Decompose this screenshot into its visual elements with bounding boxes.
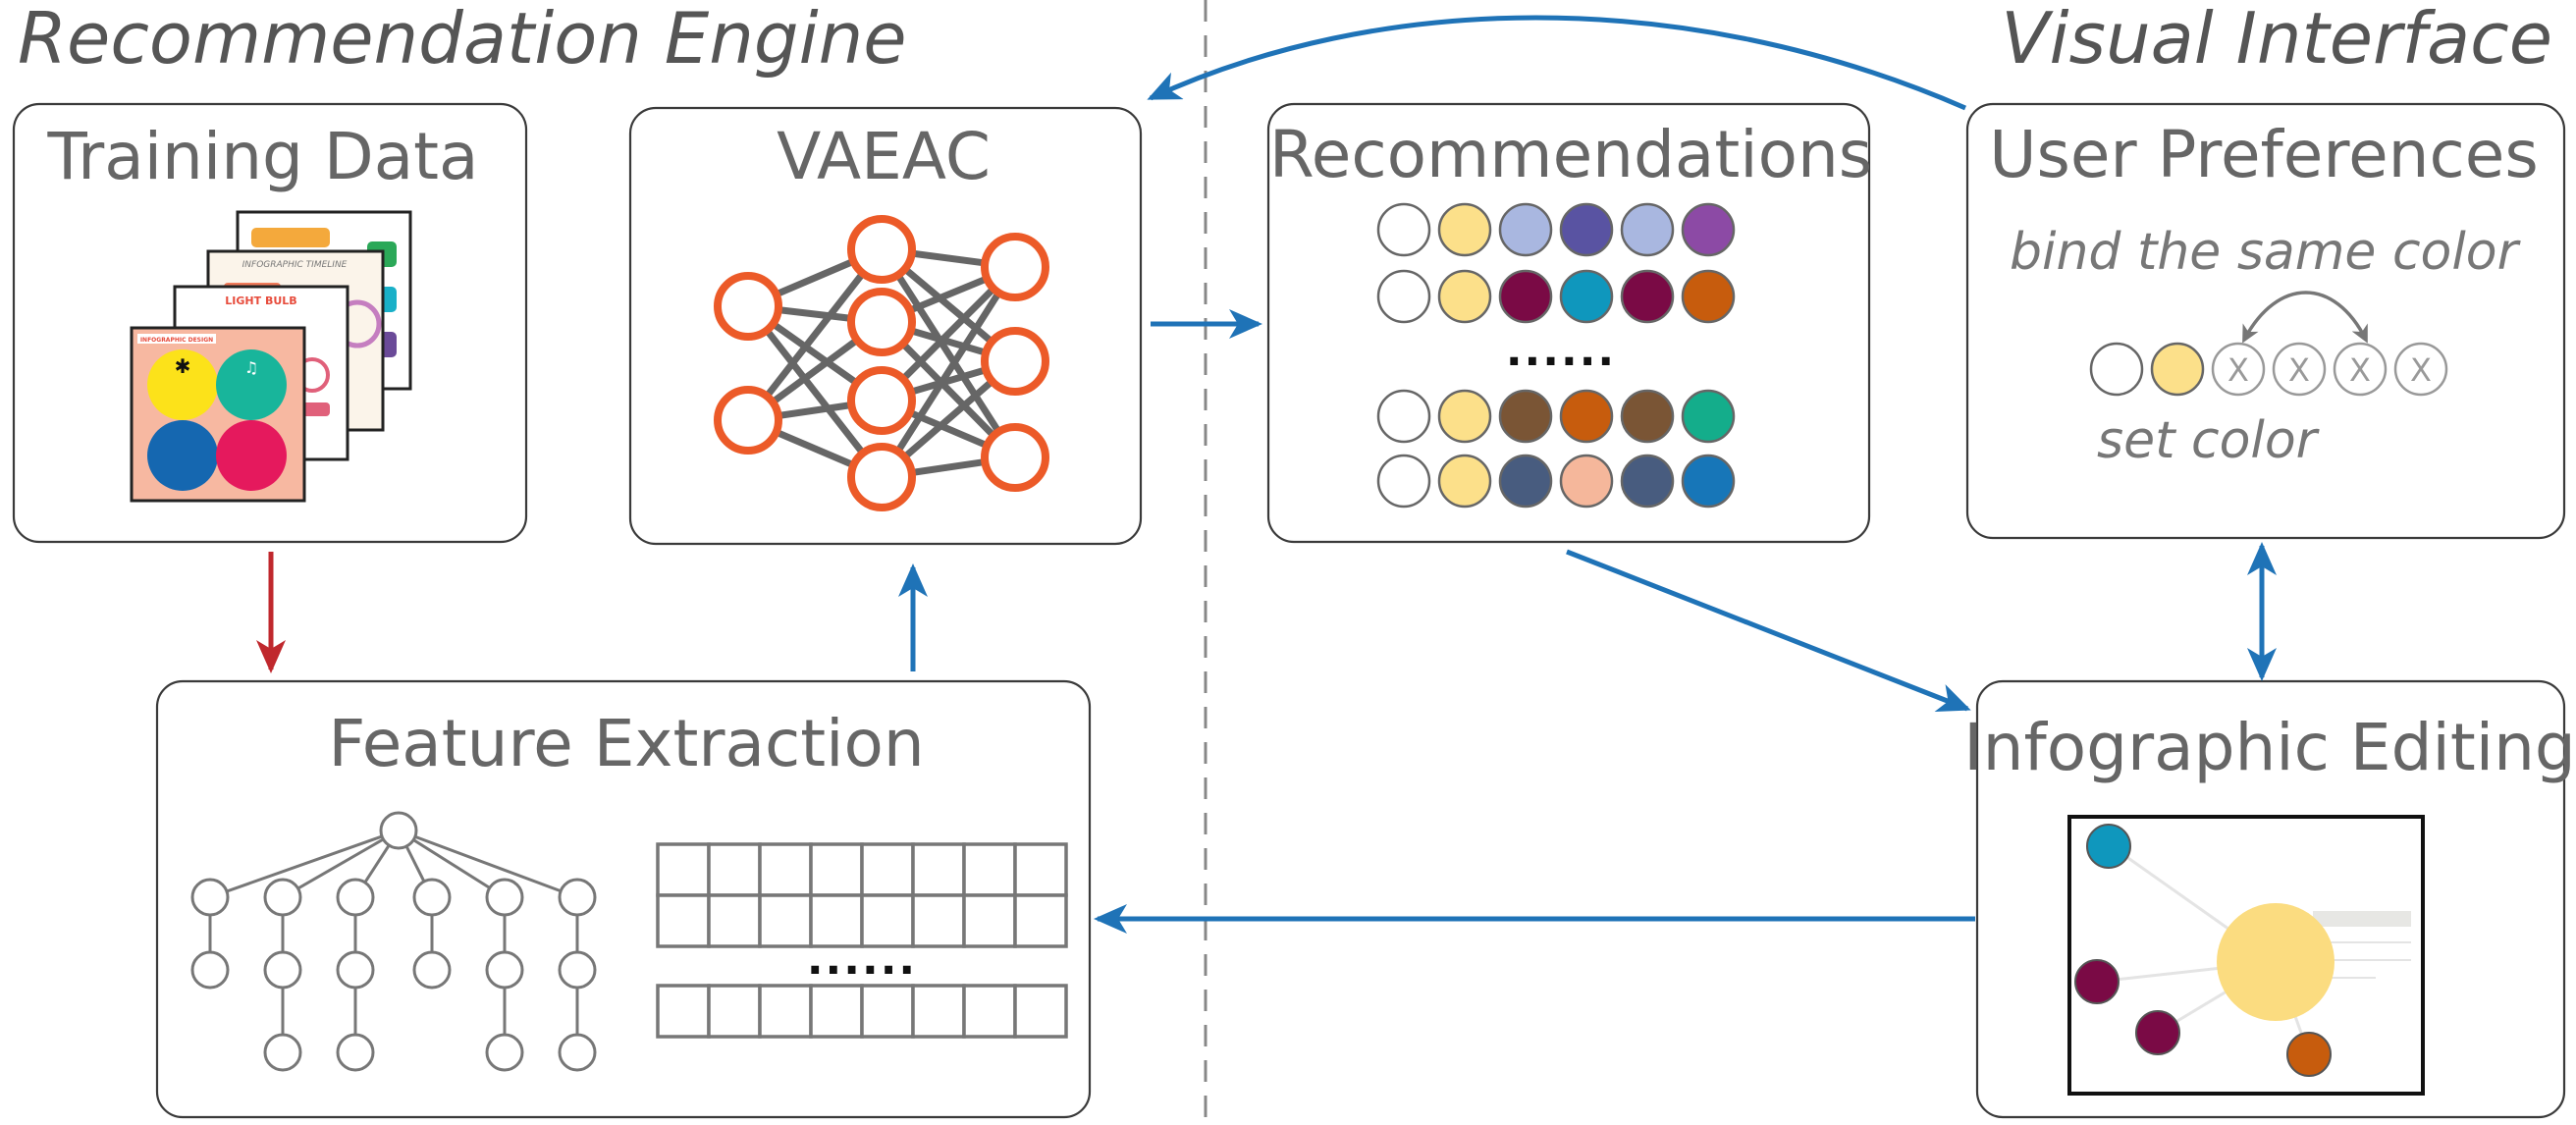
palette-swatch[interactable] — [1681, 454, 1736, 509]
training-data-title: Training Data — [47, 119, 479, 194]
palette-swatch[interactable] — [1681, 269, 1736, 324]
editing-canvas[interactable] — [2067, 815, 2425, 1096]
palette-swatch[interactable] — [1376, 202, 1431, 257]
section-title-recommendation-engine: Recommendation Engine — [18, 0, 907, 80]
feature-cell — [809, 893, 864, 948]
bind-same-color-label: bind the same color — [2010, 223, 2522, 282]
feature-cell — [911, 984, 966, 1039]
unset-color-x-icon: X — [2227, 351, 2249, 389]
infographic-editing-box: Infographic Editing — [1963, 679, 2576, 1119]
feature-cell — [758, 893, 813, 948]
palette-swatch[interactable] — [1681, 202, 1736, 257]
palette-swatch[interactable] — [1559, 454, 1614, 509]
feature-cell — [758, 984, 813, 1039]
timeline-heading: INFOGRAPHIC TIMELINE — [242, 260, 348, 270]
light-bulb-heading: LIGHT BULB — [225, 295, 296, 307]
palette-swatch[interactable] — [1498, 202, 1553, 257]
feature-rows-ellipsis: ...... — [807, 935, 917, 985]
feature-extraction-title: Feature Extraction — [328, 706, 924, 781]
feature-cell — [707, 984, 762, 1039]
palette-swatch[interactable] — [1498, 269, 1553, 324]
palette-swatch[interactable] — [1437, 269, 1492, 324]
canvas-center-node[interactable] — [2217, 903, 2334, 1021]
palette-swatch[interactable] — [1376, 454, 1431, 509]
arrow-preferences-to-vaeac — [1147, 15, 1966, 111]
user-preferences-title: User Preferences — [1989, 117, 2539, 192]
neural-network-icon — [714, 215, 1049, 511]
recommendations-ellipsis: ...... — [1506, 326, 1616, 376]
user-preferences-box: User Preferences bind the same color X X X… — [1965, 102, 2566, 540]
canvas-left-node-2[interactable] — [2135, 1010, 2180, 1055]
palette-swatch[interactable] — [1559, 202, 1614, 257]
unset-color-swatch[interactable] — [2333, 342, 2388, 397]
feature-cell — [1013, 842, 1068, 897]
unset-color-swatch[interactable] — [2211, 342, 2266, 397]
feature-cell — [962, 893, 1017, 948]
feature-cell — [656, 842, 711, 897]
palette-swatch[interactable] — [1498, 389, 1553, 444]
feature-cell — [911, 893, 966, 948]
feature-cell — [809, 984, 864, 1039]
feature-cell — [962, 842, 1017, 897]
palette-swatch[interactable] — [1681, 389, 1736, 444]
palette-swatch[interactable] — [1559, 389, 1614, 444]
feature-cell — [707, 842, 762, 897]
canvas-bottom-right-node[interactable] — [2286, 1032, 2332, 1077]
canvas-left-node-1[interactable] — [2074, 959, 2120, 1004]
tree-structure-icon — [190, 811, 597, 1072]
section-title-visual-interface: Visual Interface — [2001, 0, 2552, 80]
recommendations-title: Recommendations — [1269, 117, 1872, 192]
svg-text:♫: ♫ — [244, 358, 258, 377]
palette-swatch[interactable] — [1376, 389, 1431, 444]
svg-text:✱: ✱ — [175, 354, 191, 378]
unset-color-x-icon: X — [2410, 351, 2432, 389]
recommendation-palettes — [1376, 202, 1736, 509]
feature-cell — [707, 893, 762, 948]
feature-cell — [656, 893, 711, 948]
training-data-box: Training Data INFOGRAPHIC TIMELINE LIGHT… — [12, 102, 528, 544]
palette-swatch[interactable] — [1620, 202, 1675, 257]
palette-swatch[interactable] — [1620, 389, 1675, 444]
recommendations-box: Recommendations ...... — [1266, 102, 1872, 544]
infographic-editing-title: Infographic Editing — [1963, 710, 2576, 785]
arrow-recommendations-to-editing — [1566, 549, 1971, 713]
feature-vector-grid — [656, 842, 1068, 1039]
feature-cell — [656, 984, 711, 1039]
feature-cell — [1013, 893, 1068, 948]
palette-swatch[interactable] — [1437, 389, 1492, 444]
feature-cell — [860, 842, 915, 897]
feature-cell — [860, 893, 915, 948]
infographic-thumbnail-stack: INFOGRAPHIC TIMELINE LIGHT BULB INFOGRAP… — [130, 210, 412, 503]
unset-color-x-icon: X — [2288, 351, 2310, 389]
palette-swatch[interactable] — [1376, 269, 1431, 324]
vaeac-title: VAEAC — [777, 119, 991, 194]
feature-cell — [860, 984, 915, 1039]
feature-cell — [809, 842, 864, 897]
unset-color-swatch[interactable] — [2272, 342, 2327, 397]
palette-swatch[interactable] — [1620, 269, 1675, 324]
set-color-label: set color — [2097, 411, 2321, 470]
front-sheet-banner: INFOGRAPHIC DESIGN — [140, 337, 213, 344]
preference-swatch[interactable] — [2150, 342, 2205, 397]
vaeac-box: VAEAC — [628, 106, 1143, 546]
feature-extraction-box: Feature Extraction — [155, 679, 1092, 1119]
feature-cell — [962, 984, 1017, 1039]
palette-swatch[interactable] — [1620, 454, 1675, 509]
feature-cell — [758, 842, 813, 897]
feature-cell — [1013, 984, 1068, 1039]
preference-swatch[interactable] — [2089, 342, 2144, 397]
unset-color-swatch[interactable] — [2393, 342, 2448, 397]
palette-swatch[interactable] — [1437, 454, 1492, 509]
bind-color-arrow — [2242, 291, 2368, 344]
palette-swatch[interactable] — [1437, 202, 1492, 257]
palette-swatch[interactable] — [1559, 269, 1614, 324]
canvas-top-left-node[interactable] — [2086, 824, 2131, 869]
feature-cell — [911, 842, 966, 897]
unset-color-x-icon: X — [2349, 351, 2371, 389]
palette-swatch[interactable] — [1498, 454, 1553, 509]
